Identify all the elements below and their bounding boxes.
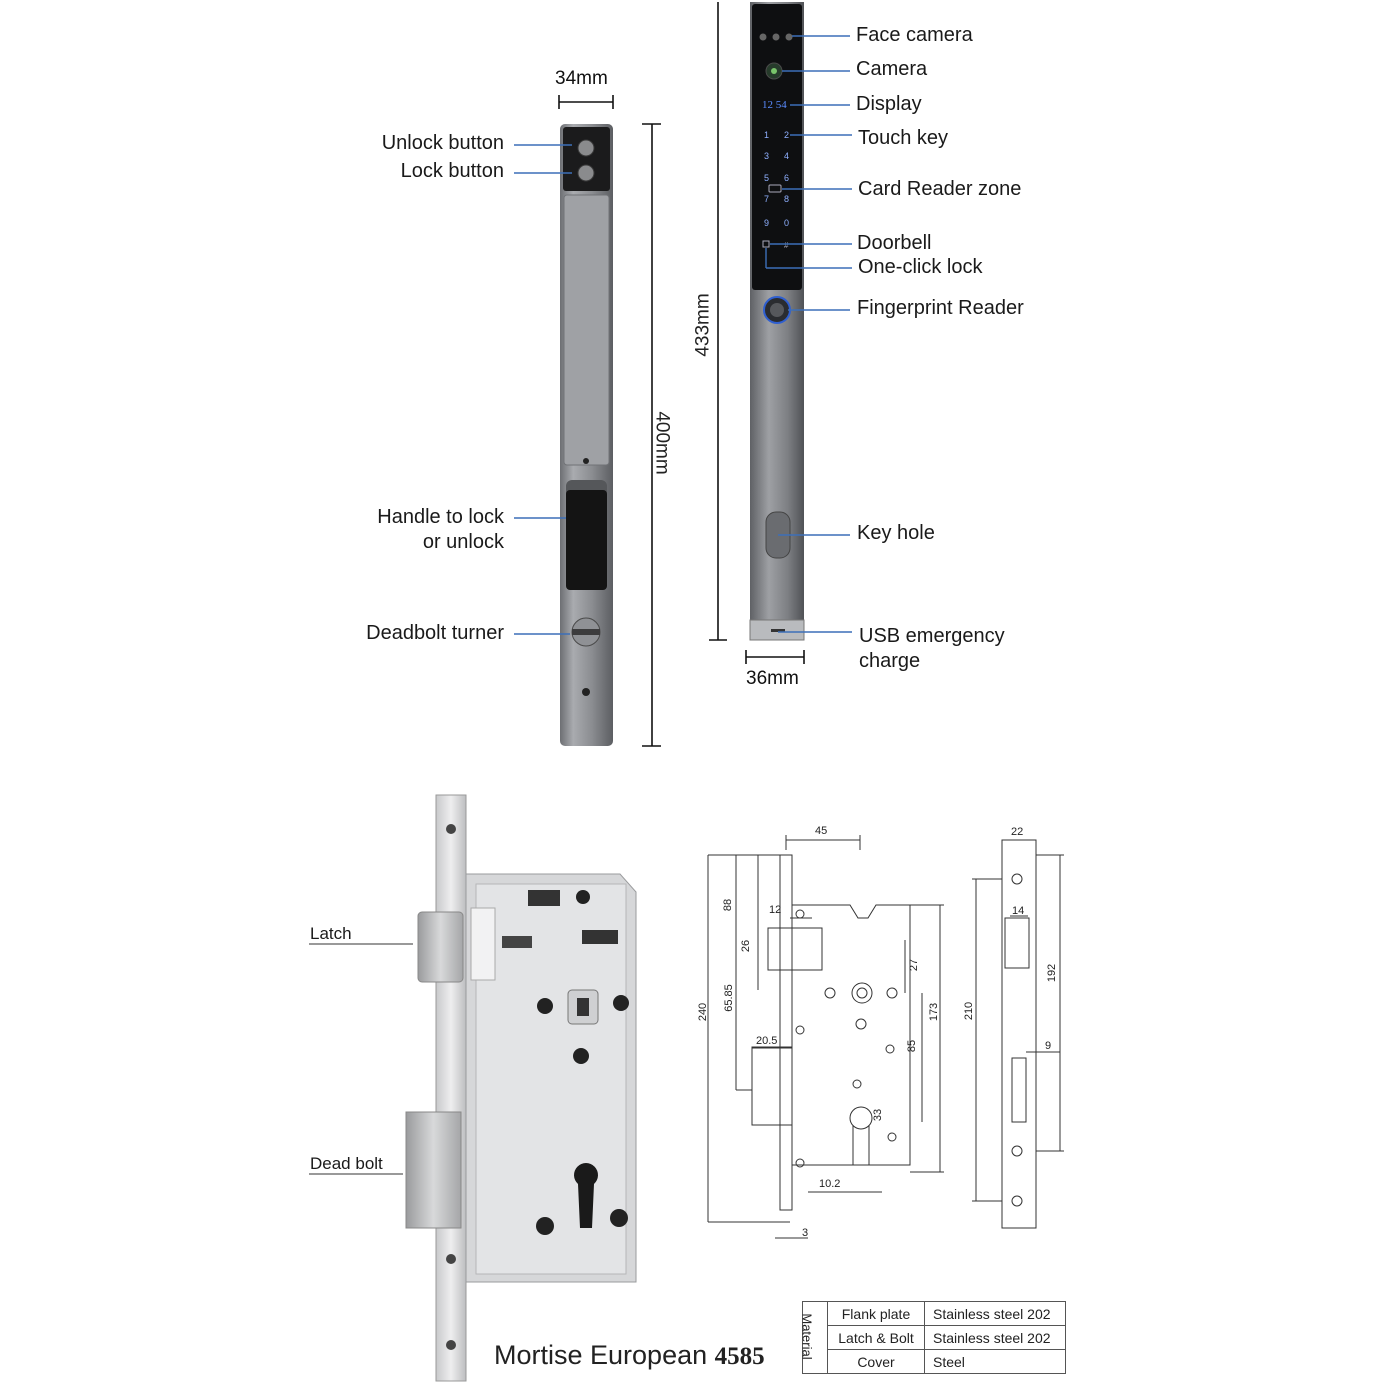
dim-27: 27 [908, 958, 921, 972]
usb-label-line1: USB emergency [859, 625, 1005, 647]
dim-14: 14 [1012, 905, 1025, 917]
keypad-key: 8 [784, 194, 789, 204]
front-panel-lock [749, 2, 805, 641]
dim-45: 45 [815, 825, 828, 837]
back-width-dim: 34mm [555, 68, 608, 89]
front-display-time: 12 54 [762, 99, 787, 111]
dim-205: 20.5 [756, 1035, 778, 1047]
keypad-key: 4 [784, 151, 789, 161]
dim-22: 22 [1011, 826, 1024, 838]
material-part: Flank plate [827, 1301, 925, 1326]
technical-drawing-front [707, 835, 944, 1239]
dead-bolt-label: Dead bolt [310, 1154, 383, 1173]
dim-192: 192 [1046, 963, 1059, 983]
material-header-text: Material [799, 1313, 815, 1360]
doorbell-icon [762, 240, 770, 248]
mortise-leaders [309, 943, 413, 1175]
dim-102: 10.2 [819, 1178, 841, 1190]
mortise-body [405, 794, 637, 1382]
dim-12: 12 [769, 904, 782, 916]
back-panel-lock [560, 124, 613, 746]
keypad-key: 9 [764, 218, 769, 228]
back-height-dim: 400mm [651, 411, 673, 475]
unlock-button-label: Unlock button [381, 132, 504, 154]
handle-label-line1: Handle to lock [377, 506, 504, 528]
material-part: Cover [827, 1349, 925, 1374]
display-label: Display [856, 93, 922, 115]
keypad-key: 3 [764, 151, 769, 161]
front-height-dim: 433mm [692, 293, 714, 357]
dim-9: 9 [1045, 1040, 1052, 1052]
dim-173: 173 [928, 1002, 941, 1022]
material-part: Latch & Bolt [827, 1325, 925, 1350]
back-panel-dimensions [558, 95, 661, 747]
dim-6585: 65.85 [722, 984, 735, 1012]
fingerprint-label: Fingerprint Reader [857, 297, 1024, 319]
front-panel-leaders [765, 35, 852, 633]
material-value: Stainless steel 202 [924, 1301, 1066, 1326]
keypad-key: 0 [784, 218, 789, 228]
mortise-title-text: Mortise European [494, 1340, 708, 1370]
front-panel-dimensions [709, 2, 805, 664]
mortise-model: 4585 [714, 1343, 765, 1370]
material-table: Flank plate Stainless steel 202 Latch & … [802, 1301, 1066, 1374]
keypad-key: 7 [764, 194, 769, 204]
deadbolt-turner-label: Deadbolt turner [366, 622, 504, 644]
touch-key-label: Touch key [858, 127, 949, 149]
card-reader-icon [768, 184, 782, 193]
material-value: Steel [924, 1349, 1066, 1374]
table-row: Latch & Bolt Stainless steel 202 [803, 1325, 1066, 1350]
camera-label: Camera [856, 58, 928, 80]
dim-3: 3 [802, 1227, 809, 1239]
one-click-lock-label: One-click lock [858, 256, 983, 278]
one-click-lock-icon: # [784, 241, 789, 250]
dim-33: 33 [872, 1108, 885, 1122]
table-row: Cover Steel [803, 1349, 1066, 1374]
latch-label: Latch [310, 924, 352, 943]
dim-210: 210 [963, 1001, 976, 1021]
dim-88: 88 [722, 898, 735, 912]
key-hole-label: Key hole [857, 522, 935, 544]
keypad-key: 5 [764, 173, 769, 183]
usb-label-line2: charge [859, 650, 921, 672]
card-reader-label: Card Reader zone [858, 178, 1022, 200]
back-panel-leaders [514, 144, 572, 635]
dim-240: 240 [697, 1002, 710, 1022]
keypad-key: 2 [784, 130, 789, 140]
front-keypad: 1 2 3 4 5 6 7 8 9 0 [764, 130, 789, 228]
table-row: Flank plate Stainless steel 202 [802, 1301, 1066, 1374]
handle-label-line2: or unlock [422, 531, 504, 553]
lock-button-label: Lock button [400, 160, 504, 182]
material-header: Material [800, 1305, 830, 1371]
dim-85: 85 [906, 1039, 919, 1053]
technical-drawing-side [972, 839, 1064, 1229]
doorbell-label: Doorbell [857, 232, 932, 254]
mortise-title: Mortise European 4585 [494, 1340, 765, 1371]
material-value: Stainless steel 202 [924, 1325, 1066, 1350]
keypad-key: 1 [764, 130, 769, 140]
dim-26: 26 [740, 939, 753, 953]
face-camera-label: Face camera [856, 24, 973, 46]
keypad-key: 6 [784, 173, 789, 183]
front-width-dim: 36mm [746, 668, 799, 689]
